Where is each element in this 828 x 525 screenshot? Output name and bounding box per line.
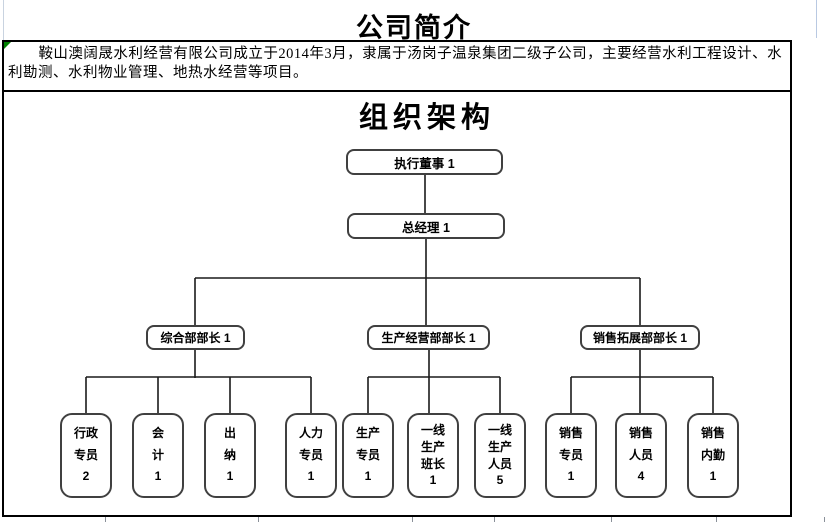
column-tick — [494, 517, 495, 522]
org-node-sales-personnel[interactable]: 销售 人员 4 — [615, 413, 667, 498]
org-node-admin-specialist[interactable]: 行政 专员 2 — [60, 413, 112, 498]
column-tick — [611, 517, 612, 522]
cell-error-triangle-icon — [4, 42, 11, 49]
company-intro-cell[interactable]: 鞍山澳阔晟水利经营有限公司成立于2014年3月，隶属于汤岗子温泉集团二级子公司，… — [2, 40, 792, 92]
org-node-production-specialist[interactable]: 生产 专员 1 — [342, 413, 394, 498]
org-node-sales-office-support[interactable]: 销售 内勤 1 — [687, 413, 739, 498]
page-break-line — [816, 0, 817, 38]
org-node-general-manager[interactable]: 总经理 1 — [347, 213, 505, 239]
company-intro-title: 公司简介 — [356, 13, 472, 43]
column-tick — [412, 517, 413, 522]
org-node-cashier[interactable]: 出 纳 1 — [204, 413, 256, 498]
org-chart-title: 组织架构 — [358, 102, 495, 134]
org-node-executive-director[interactable]: 执行董事 1 — [346, 149, 503, 175]
column-tick — [716, 517, 717, 522]
org-node-line-workers[interactable]: 一线 生产 人员 5 — [474, 413, 526, 498]
org-node-sales-dept-head[interactable]: 销售拓展部部长 1 — [580, 325, 700, 350]
org-node-production-dept-head[interactable]: 生产经营部部长 1 — [367, 325, 490, 350]
column-tick — [824, 517, 825, 522]
column-tick — [258, 517, 259, 522]
org-chart-section — [2, 92, 792, 517]
org-node-line-team-leader[interactable]: 一线 生产 班长 1 — [407, 413, 459, 498]
gridline-left — [3, 0, 4, 40]
org-node-accountant[interactable]: 会 计 1 — [132, 413, 184, 498]
column-tick — [105, 517, 106, 522]
org-node-general-dept-head[interactable]: 综合部部长 1 — [146, 325, 245, 350]
company-intro-text: 鞍山澳阔晟水利经营有限公司成立于2014年3月，隶属于汤岗子温泉集团二级子公司，… — [8, 46, 783, 81]
org-node-sales-specialist[interactable]: 销售 专员 1 — [545, 413, 597, 498]
org-node-hr-specialist[interactable]: 人力 专员 1 — [285, 413, 337, 498]
